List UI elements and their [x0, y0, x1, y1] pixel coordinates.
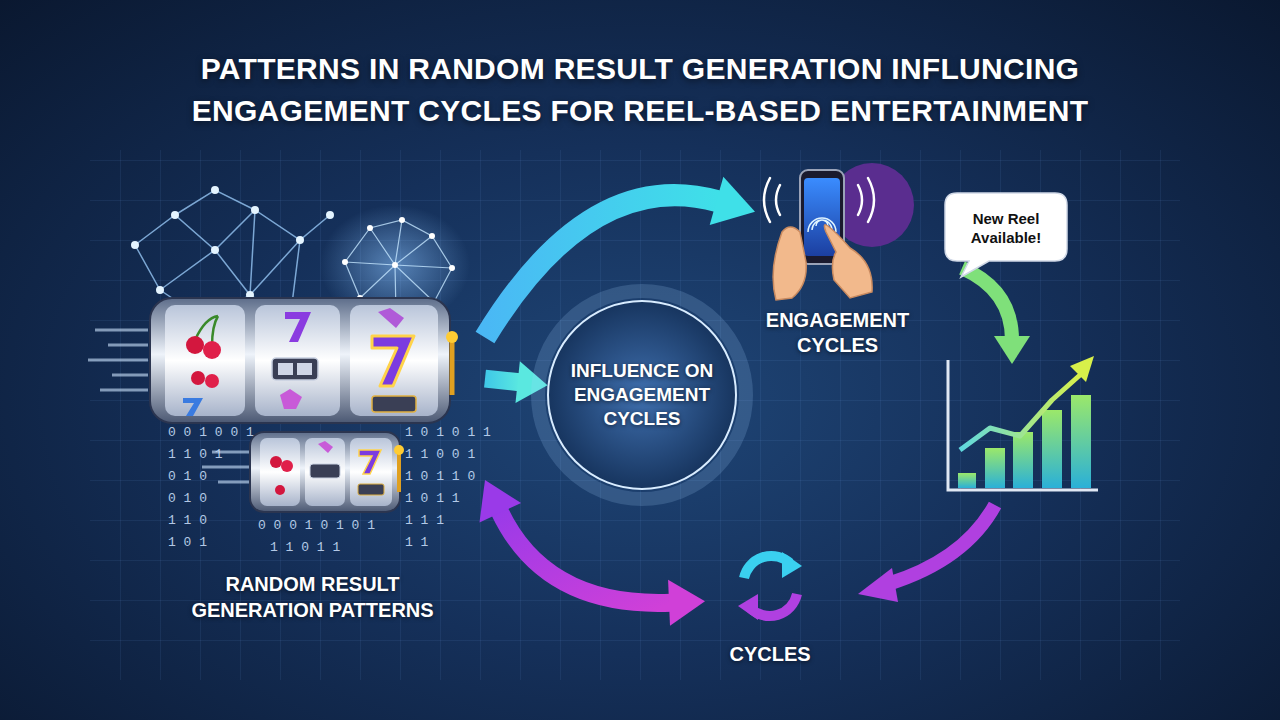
binary-digits: 0 0 1 0 0 1	[168, 425, 254, 441]
binary-digits: 0 1 0	[168, 469, 207, 485]
cycles-group: CYCLES	[705, 545, 835, 670]
cherry	[275, 485, 285, 495]
grid-background	[90, 150, 1180, 680]
binary-digits: 1 1 0	[168, 513, 207, 529]
lever	[397, 452, 401, 492]
bar-symbol	[372, 396, 416, 412]
cycle-arrow-head	[738, 594, 758, 620]
binary-digits: 1 1 1	[405, 513, 444, 529]
cycle-arrow-head	[782, 552, 802, 578]
gem-symbol	[378, 308, 404, 328]
bar-symbol	[358, 484, 384, 495]
arrow-head	[479, 480, 521, 522]
cherry	[281, 460, 293, 472]
bubble-body	[945, 193, 1067, 277]
arrow-head	[668, 580, 705, 626]
lever-knob	[394, 445, 404, 455]
gem-symbol	[280, 389, 302, 409]
trend-line	[960, 375, 1080, 450]
arrow-head	[710, 177, 755, 225]
chart-bar	[1042, 410, 1062, 488]
seven-symbol	[183, 398, 203, 416]
cherry	[186, 336, 204, 354]
bar-symbol-mark	[278, 363, 312, 375]
node-label: RANDOM RESULT GENERATION PATTERNS	[163, 571, 463, 623]
trend-arrow-head	[1070, 356, 1094, 382]
bar-symbol	[272, 358, 318, 380]
binary-digits: 1 1	[405, 535, 428, 551]
hand	[773, 227, 806, 300]
seven-symbol	[359, 450, 381, 474]
flow-arrow	[962, 268, 1012, 340]
chart-axis	[948, 360, 1098, 490]
binary-digits: 1 0 1	[168, 535, 207, 551]
flow-arrow	[485, 379, 520, 383]
diagram-title: PATTERNS IN RANDOM RESULT GENERATION INF…	[100, 48, 1180, 132]
flow-arrow	[888, 505, 995, 584]
cherry	[191, 371, 205, 385]
seven-symbol	[372, 336, 414, 386]
hand	[824, 225, 872, 298]
speed-lines	[88, 330, 148, 390]
reel-drum	[250, 432, 400, 512]
reel-window	[305, 438, 345, 506]
circle-glow	[538, 291, 746, 499]
reel-window	[350, 305, 438, 416]
reel-drum	[150, 298, 450, 423]
seven-symbol	[285, 312, 311, 342]
bubble-outline	[945, 193, 1067, 263]
circle-body	[548, 301, 736, 489]
gem-symbol	[318, 441, 333, 453]
arrow-head	[858, 568, 898, 602]
binary-digits: 1 1 0 1	[168, 447, 223, 463]
reel-window	[255, 305, 340, 416]
bar-symbol	[310, 464, 340, 478]
cherry	[203, 341, 221, 359]
chart-bar	[985, 448, 1005, 488]
arrow-head	[994, 336, 1030, 364]
reel-window	[165, 305, 245, 416]
binary-digits: 1 0 1 0 1 1	[405, 425, 491, 441]
flow-arrow	[499, 511, 671, 603]
binary-digits: 0 0 0 1 0 1 0 1	[258, 518, 375, 534]
binary-digits: 1 1 0 1 1	[270, 540, 340, 556]
reel-window	[260, 438, 300, 506]
influence-circle: INFLUENCE ON ENGAGEMENT CYCLES	[547, 300, 737, 490]
node-label: INFLUENCE ON ENGAGEMENT CYCLES	[562, 359, 722, 431]
illustration-group: RANDOM RESULT GENERATION PATTERNS	[140, 195, 485, 627]
speech-bubble: New Reel Available!	[945, 193, 1067, 263]
cherry	[270, 456, 282, 468]
lever	[450, 340, 455, 395]
engagement-group: ENGAGEMENT CYCLES	[755, 165, 920, 360]
chart-bar	[1013, 432, 1033, 488]
binary-digits: 0 1 0	[168, 491, 207, 507]
chart-bar	[1071, 395, 1091, 488]
chart-bar	[958, 473, 976, 488]
node-label: New Reel Available!	[950, 209, 1062, 247]
node-label: CYCLES	[708, 642, 833, 666]
lever-knob	[446, 331, 458, 343]
node-label: ENGAGEMENT CYCLES	[758, 308, 918, 358]
cherry	[205, 374, 219, 388]
reel-window	[350, 438, 392, 506]
binary-digits: 1 1 0 0 1	[405, 447, 475, 463]
binary-digits: 1 0 1 1 0	[405, 469, 475, 485]
binary-digits: 1 0 1 1	[405, 491, 460, 507]
